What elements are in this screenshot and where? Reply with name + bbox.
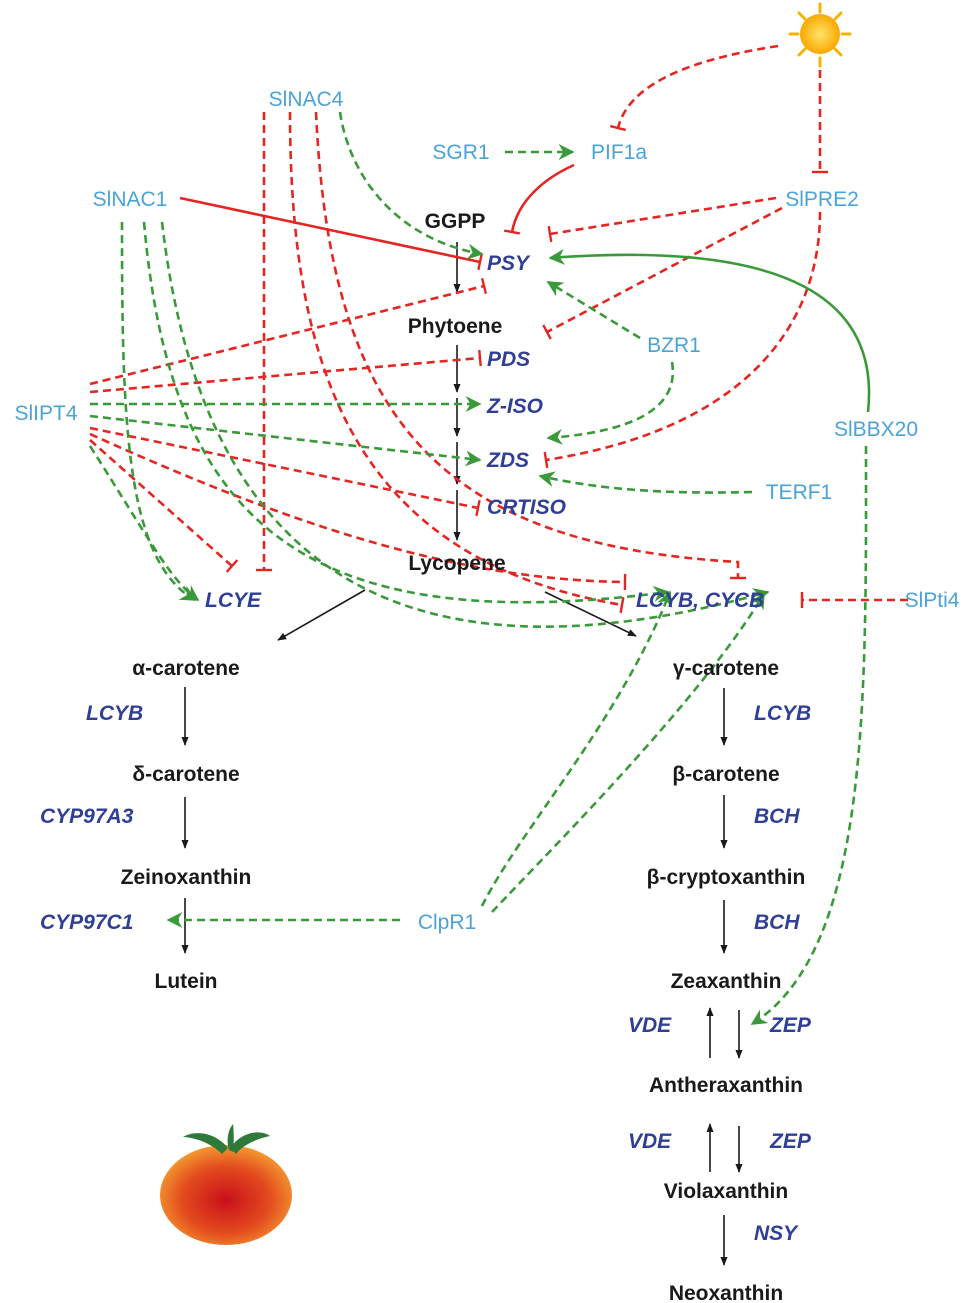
regulator-slbbx20: SlBBX20	[834, 418, 918, 441]
regulator-slnac1: SlNAC1	[93, 188, 168, 211]
regulator-slpti4: SlPti4	[905, 589, 960, 612]
enzyme-zep-1: ZEP	[769, 1014, 812, 1037]
metabolite-beta-carotene: β-carotene	[672, 763, 779, 786]
enzyme-lcyb-gamma: LCYB	[754, 702, 811, 725]
activation-links	[88, 111, 871, 1026]
enzyme-nsy: NSY	[754, 1222, 799, 1245]
metabolite-lycopene: Lycopene	[408, 552, 505, 575]
enzyme-crtiso: CRTISO	[487, 496, 566, 519]
enzyme-bch-1: BCH	[754, 805, 800, 828]
sun-icon	[788, 2, 852, 68]
enzyme-cyp97a3: CYP97A3	[40, 805, 134, 828]
metabolite-violaxanthin: Violaxanthin	[664, 1180, 788, 1203]
regulator-slpre2: SlPRE2	[785, 188, 859, 211]
metabolite-lutein: Lutein	[155, 970, 218, 993]
enzyme-lcye: LCYE	[205, 589, 262, 612]
metabolite-ggpp: GGPP	[425, 210, 486, 233]
tomato-icon	[160, 1124, 292, 1245]
enzyme-lcyb-alpha: LCYB	[86, 702, 143, 725]
metabolite-alpha-carotene: α-carotene	[132, 657, 239, 680]
enzyme-cyp97c1: CYP97C1	[40, 911, 133, 934]
regulator-slipt4: SlIPT4	[14, 402, 77, 425]
enzyme-zep-2: ZEP	[769, 1130, 812, 1153]
regulator-pif1a: PIF1a	[591, 141, 647, 164]
enzyme-vde-1: VDE	[628, 1014, 672, 1037]
metabolite-neoxanthin: Neoxanthin	[669, 1282, 783, 1303]
metabolite-delta-carotene: δ-carotene	[132, 763, 239, 786]
regulator-bzr1: BZR1	[647, 334, 701, 357]
enzyme-pds: PDS	[487, 348, 530, 371]
enzyme-labels: PSY PDS Z-ISO ZDS CRTISO LCYE LCYB, CYCB…	[40, 252, 812, 1245]
repression-links	[89, 44, 908, 614]
metabolite-zeinoxanthin: Zeinoxanthin	[121, 866, 252, 889]
enzyme-lcyb-cycb: LCYB, CYCB	[636, 589, 764, 612]
metabolite-zeaxanthin: Zeaxanthin	[671, 970, 782, 993]
regulator-sgr1: SGR1	[432, 141, 489, 164]
metabolite-antheraxanthin: Antheraxanthin	[649, 1074, 803, 1097]
regulator-slnac4: SlNAC4	[269, 88, 344, 111]
enzyme-bch-2: BCH	[754, 911, 800, 934]
metabolite-gamma-carotene: γ-carotene	[673, 657, 779, 680]
enzyme-zds: ZDS	[486, 449, 529, 472]
regulator-clpr1: ClpR1	[418, 911, 476, 934]
enzyme-ziso: Z-ISO	[486, 395, 543, 418]
regulator-terf1: TERF1	[766, 481, 833, 504]
metabolite-phytoene: Phytoene	[408, 315, 503, 338]
enzyme-psy: PSY	[487, 252, 531, 275]
pathway-arrows	[181, 242, 743, 1266]
enzyme-vde-2: VDE	[628, 1130, 672, 1153]
metabolite-labels: GGPP Phytoene Lycopene α-carotene δ-caro…	[121, 210, 806, 1303]
metabolite-beta-cryptoxanthin: β-cryptoxanthin	[647, 866, 806, 889]
regulator-labels: SlNAC4 SGR1 PIF1a SlNAC1 SlPRE2 BZR1 SlI…	[14, 88, 959, 934]
